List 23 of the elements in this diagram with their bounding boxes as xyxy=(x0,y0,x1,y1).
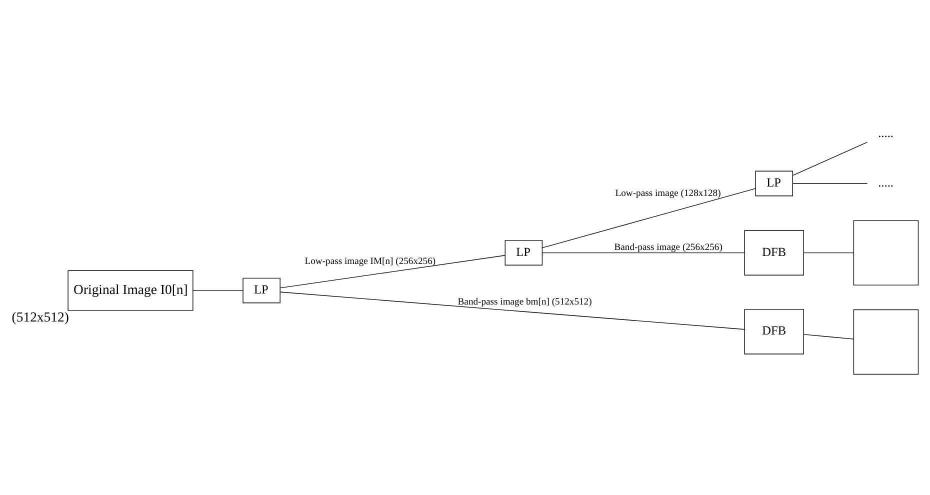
node-box xyxy=(853,220,919,285)
node-label: (512x512) xyxy=(12,308,69,324)
connector xyxy=(803,334,854,339)
connector xyxy=(542,252,745,253)
connector xyxy=(792,141,868,176)
connector xyxy=(280,291,745,330)
node-text: ..... xyxy=(878,126,894,140)
connector xyxy=(792,182,868,184)
node-box: LP xyxy=(242,277,280,303)
node-box: Original Image I0[n] xyxy=(68,270,194,310)
node-box xyxy=(853,308,919,374)
edge-label: Low-pass image IM[n] (256x256) xyxy=(304,255,436,266)
connector xyxy=(803,252,854,253)
node-box: DFB xyxy=(744,308,804,354)
edge-label: Low-pass image (128x128) xyxy=(615,187,721,198)
node-box: DFB xyxy=(744,230,804,275)
node-text: ..... xyxy=(878,175,894,190)
edge-label: Band-pass image bm[n] (512x512) xyxy=(458,296,592,307)
edge-label: Band-pass image (256x256) xyxy=(614,242,722,253)
connector xyxy=(280,254,506,288)
connector xyxy=(542,188,756,248)
node-box: LP xyxy=(504,240,543,265)
node-box: LP xyxy=(755,170,793,196)
